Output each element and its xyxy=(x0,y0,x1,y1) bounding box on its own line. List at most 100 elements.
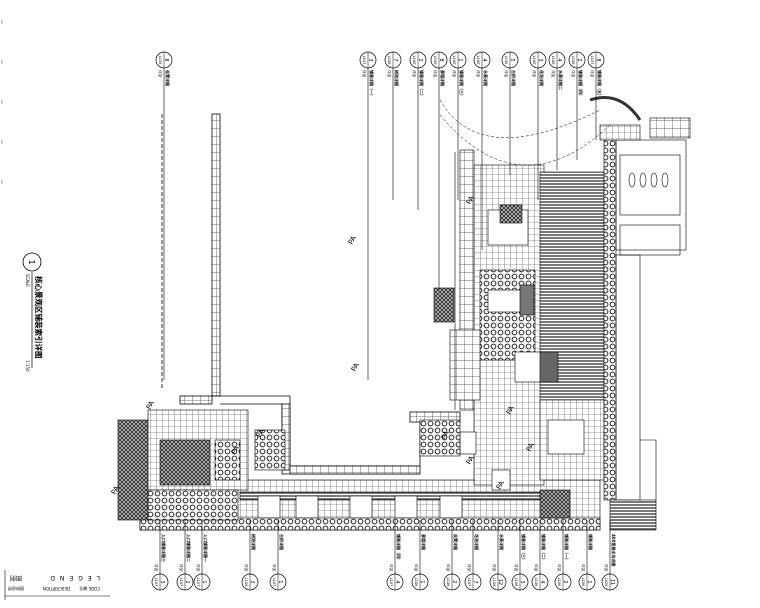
area-label-pa: PA xyxy=(505,404,516,416)
callout-sheet: L106 xyxy=(504,56,508,66)
legend-description-cn: 图例说明 xyxy=(8,586,24,592)
index-callout: 2L106详见铺装详图（二） xyxy=(409,51,427,210)
callout-number: 3 xyxy=(249,580,255,583)
callout-number: 4 xyxy=(481,58,487,61)
legend: CODE 编号 DESCRIPTION 图例说明 LEGEND 图例 xyxy=(4,570,110,600)
area-label-pa: PA xyxy=(465,454,476,466)
callout-ref: 详见 xyxy=(557,564,562,572)
callout-number: 11 xyxy=(609,579,615,585)
callout-number: 4 xyxy=(539,580,545,583)
index-callout: 8L107详见铺装详图（五） xyxy=(587,51,605,140)
callout-label: 入口铺装详图三 xyxy=(161,534,167,562)
callout-ref: 详见 xyxy=(452,70,457,78)
callout-ref: 详见 xyxy=(362,70,367,78)
callout-number: 2 xyxy=(417,58,423,61)
callout-label: 水景详图二 xyxy=(558,69,564,90)
callout-number: 7 xyxy=(392,58,398,61)
callout-ref: 详见 xyxy=(158,70,163,78)
callout-ref: 详见 xyxy=(590,70,595,78)
callout-sheet: L106 xyxy=(532,56,536,66)
callout-sheet: L106 xyxy=(534,578,538,588)
callout-number: 4 xyxy=(556,58,562,61)
left-feature-area xyxy=(117,409,286,521)
callout-number: 3 xyxy=(519,580,525,583)
callout-ref: 详见 xyxy=(179,564,184,572)
index-callout: 2L106详见铺装详图（四） xyxy=(568,51,586,160)
callout-number: 3 xyxy=(159,580,165,583)
index-callout: 7L106详见树池详图 xyxy=(384,51,402,200)
callout-number: 2 xyxy=(184,580,190,583)
callout-label: 台阶详图 xyxy=(279,534,285,550)
callout-label: 入口铺装详图一 xyxy=(203,534,209,562)
callout-sheet: L106 xyxy=(433,56,437,66)
callout-ref: 详见 xyxy=(532,70,537,78)
area-label-pa: PA xyxy=(495,479,506,491)
title-number: 1 xyxy=(27,259,36,264)
callout-sheet: L107 xyxy=(272,578,276,587)
callout-label: 铺装详图（五） xyxy=(597,70,603,98)
callout-number: 2 xyxy=(576,58,582,61)
central-paving-area xyxy=(419,139,617,519)
drawing-title: 1 核心景观区铺装索引详图 SCALE 1:150 xyxy=(22,252,44,372)
callout-label: 树池详图 xyxy=(251,534,257,550)
callout-number: 1 xyxy=(586,580,592,583)
callout-label: 树池详图 xyxy=(394,70,400,86)
callout-label: 铺装详图（四） xyxy=(578,70,584,98)
callout-sheet: L106 xyxy=(492,578,496,588)
callout-number: 12 xyxy=(497,579,503,585)
callout-label: 铺装详图（一） xyxy=(564,534,570,562)
area-label-pa: PA xyxy=(255,427,266,439)
callouts-bottom: 3L107详见入口铺装详图三2L107详见入口铺装详图二1L107详见入口铺装详… xyxy=(151,520,619,591)
callout-sheet: L106 xyxy=(452,56,456,66)
legend-code-label: CODE 编号 xyxy=(79,586,100,592)
callout-sheet: L106 xyxy=(446,578,450,588)
callout-label: 铺装详图（一） xyxy=(369,70,375,98)
callout-label: 花池详图 xyxy=(539,70,545,86)
index-callout: 1L106详见铺装详图（三） xyxy=(449,51,467,200)
callout-label: 花池详图 xyxy=(474,534,480,550)
callout-label: 台阶详图 xyxy=(511,70,517,86)
callout-sheet: L107 xyxy=(179,578,183,587)
callout-sheet: L106 xyxy=(557,578,561,588)
callout-sheet: L107 xyxy=(154,578,158,587)
callout-ref: 详见 xyxy=(414,564,419,572)
callout-sheet: L105 xyxy=(158,56,162,65)
callout-ref: 详见 xyxy=(534,564,539,572)
callout-number: 1 xyxy=(457,58,463,61)
callout-label: 景墙详图 xyxy=(421,534,427,550)
callout-label: 铺装详图（二） xyxy=(419,70,425,98)
callout-ref: 详见 xyxy=(244,564,249,572)
callouts-top: 8L105详见坐凳详图3L107详见铺装详图（一）7L106详见树池详图2L10… xyxy=(155,51,605,380)
index-callout: 4L106详见水景详图 xyxy=(473,51,491,250)
callout-number: 2 xyxy=(562,580,568,583)
callout-ref: 详见 xyxy=(514,564,519,572)
callout-sheet: L107 xyxy=(590,56,594,65)
index-callout: 4L106 详见水景详图二 xyxy=(548,51,566,170)
callout-number: 7 xyxy=(472,580,478,583)
callout-ref: 详见 xyxy=(272,564,277,572)
callout-ref: 详见 xyxy=(551,70,556,78)
area-label-pa: PA xyxy=(230,444,241,456)
callout-sheet: L106 xyxy=(414,578,418,588)
callout-sheet: L106 xyxy=(551,56,555,66)
area-label-pa: PA xyxy=(465,194,476,206)
callout-label: 铺装详图（三） xyxy=(521,534,527,562)
callout-ref: 详见 xyxy=(433,70,438,78)
callout-number: 8 xyxy=(438,58,444,61)
legend-description-label: DESCRIPTION xyxy=(43,586,70,591)
callout-number: 8 xyxy=(163,58,169,61)
index-callout: 8L105详见坐凳详图 xyxy=(155,51,173,380)
area-label-pa: PA xyxy=(525,441,536,453)
callout-sheet: L106 xyxy=(387,56,391,66)
callout-number: 3 xyxy=(537,58,543,61)
title-number-circle xyxy=(22,252,42,272)
